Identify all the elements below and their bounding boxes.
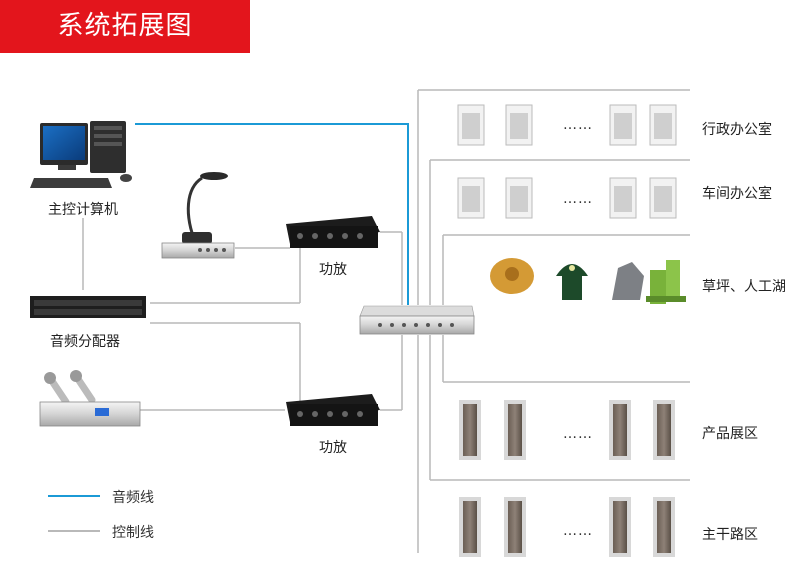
legend-control-label: 控制线 bbox=[112, 525, 154, 541]
audio-line bbox=[135, 123, 409, 305]
receiver-device-icon bbox=[39, 401, 141, 427]
stone-speaker-icon bbox=[612, 262, 644, 300]
speaker-ellipsis-5: …… bbox=[563, 523, 593, 539]
wireless-microphone-icon bbox=[44, 370, 96, 406]
amp-bottom-label: 功放 bbox=[319, 440, 347, 456]
amplifier-top-icon bbox=[286, 216, 380, 248]
speaker-ellipsis-2: …… bbox=[563, 191, 593, 207]
column-speakers-row-5 bbox=[459, 497, 675, 557]
wall-speakers-row-2 bbox=[457, 177, 677, 219]
zone-label-admin-office: 行政办公室 bbox=[702, 122, 772, 138]
amplifier-bottom-icon bbox=[286, 394, 380, 426]
speaker-ellipsis-1: …… bbox=[563, 117, 593, 133]
paging-microphone-icon bbox=[182, 172, 228, 245]
zone-label-workshop-office: 车间办公室 bbox=[702, 186, 772, 202]
wall-speakers-row-1 bbox=[457, 104, 677, 146]
garden-speakers-row bbox=[490, 258, 686, 304]
computer-icon bbox=[30, 121, 132, 188]
host-computer-label: 主控计算机 bbox=[48, 202, 118, 218]
bamboo-speaker-icon bbox=[646, 260, 686, 304]
rock-speaker-icon bbox=[490, 258, 534, 294]
splitter-device-icon bbox=[30, 296, 146, 318]
mushroom-speaker-icon bbox=[556, 264, 588, 300]
zone-label-lawn-lake: 草坪、人工湖 bbox=[702, 279, 786, 295]
splitter-label: 音频分配器 bbox=[50, 334, 120, 350]
mixer-device-icon bbox=[161, 242, 235, 259]
zone-label-product-area: 产品展区 bbox=[702, 426, 758, 442]
zone-label-main-road: 主干路区 bbox=[702, 527, 758, 543]
speaker-ellipsis-4: …… bbox=[563, 426, 593, 442]
amp-top-label: 功放 bbox=[319, 262, 347, 278]
title-banner bbox=[0, 0, 250, 53]
diagram-title: 系统拓展图 bbox=[57, 11, 193, 41]
legend-audio-label: 音频线 bbox=[112, 490, 154, 506]
zone-controller-icon bbox=[359, 305, 475, 335]
column-speakers-row-4 bbox=[459, 400, 675, 460]
control-lines bbox=[82, 89, 690, 553]
